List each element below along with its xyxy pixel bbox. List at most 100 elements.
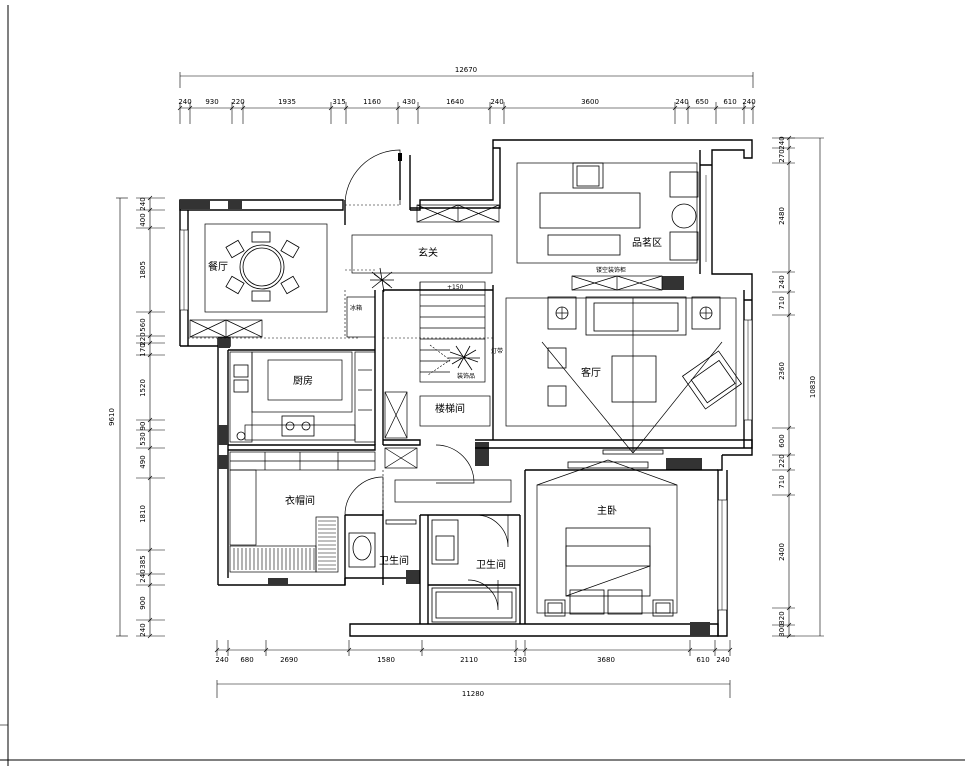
top-dimension-tick: [487, 105, 493, 111]
bottom-dimension-tick: [513, 647, 519, 653]
living-room-furniture: [505, 296, 743, 455]
right-dimension-tick: [786, 269, 792, 275]
bottom-dim-7: 3680: [597, 656, 615, 664]
bottom-dimension-tick: [712, 647, 718, 653]
fridge: [346, 296, 376, 338]
bottom-dim-1: 240: [215, 656, 228, 664]
left-dim-1: 240: [139, 197, 147, 210]
stairwell-cabinet: [419, 395, 491, 427]
cloakroom-label: 衣帽间: [285, 494, 315, 507]
bottom-dim-2: 680: [240, 656, 253, 664]
bottom-dim-5: 2110: [460, 656, 478, 664]
top-dimension-tick: [685, 105, 691, 111]
right-dim-4: 240: [778, 275, 786, 288]
top-dim-14: 240: [742, 98, 755, 106]
decorative-plant-icon: [370, 267, 394, 293]
right-total-dimension: 10830: [809, 376, 817, 398]
left-dim-13: 240: [139, 569, 147, 582]
left-dimension-tick: [147, 617, 153, 623]
top-dimension-tick: [177, 105, 183, 111]
left-dimension-tick: [147, 633, 153, 639]
left-dim-3: 1805: [139, 261, 147, 279]
stairwell-label: 楼梯间: [435, 402, 465, 415]
master-bedroom-label: 主卧: [597, 504, 617, 517]
right-dim-6: 2360: [778, 362, 786, 380]
foyer-cabinet: [351, 204, 500, 274]
right-dimension-lines: [772, 135, 824, 639]
left-dim-15: 240: [139, 623, 147, 636]
top-dim-9: 240: [490, 98, 503, 106]
top-dim-4: 1935: [278, 98, 296, 106]
top-dimension-tick: [415, 105, 421, 111]
left-dimension-tick: [147, 309, 153, 315]
top-dimension-tick: [229, 105, 235, 111]
tea-area-furniture: [516, 162, 699, 264]
bottom-dimension-tick: [225, 647, 231, 653]
top-dimension-tick: [328, 105, 334, 111]
left-dimension-tick: [147, 417, 153, 423]
right-dim-1: 240: [778, 136, 786, 149]
bottom-dimension-tick: [687, 647, 693, 653]
bathroom-1-label: 卫生间: [379, 554, 409, 567]
foyer-label: 玄关: [418, 246, 438, 259]
master-bed: [536, 459, 678, 617]
bottom-dimension-tick: [419, 647, 425, 653]
ornament-label: 装饰品: [457, 372, 475, 380]
top-dim-5: 315: [332, 98, 345, 106]
left-dim-12: 385: [139, 555, 147, 568]
left-dimension-lines: [116, 195, 165, 639]
right-dimension-tick: [786, 135, 792, 141]
left-dimension-tick: [147, 547, 153, 553]
left-dim-7: 1520: [139, 379, 147, 397]
top-dim-1: 240: [178, 98, 191, 106]
left-dim-6: 170: [139, 343, 147, 356]
doors: [344, 149, 509, 611]
right-dimension-tick: [786, 467, 792, 473]
top-dimension-tick: [240, 105, 246, 111]
right-dimension-tick: [786, 312, 792, 318]
dining-label: 餐厅: [208, 260, 228, 273]
right-dimension-tick: [786, 452, 792, 458]
bottom-dim-8: 610: [696, 656, 709, 664]
bathroom-1-fixtures: [348, 519, 417, 568]
top-dimension-tick: [343, 105, 349, 111]
right-dimension-tick: [786, 289, 792, 295]
left-dim-11: 1810: [139, 505, 147, 523]
cloakroom-wardrobes: [229, 447, 512, 573]
right-dim-10: 2400: [778, 543, 786, 561]
right-dim-7: 600: [778, 434, 786, 447]
living-label: 客厅: [581, 366, 601, 379]
top-dim-11: 240: [675, 98, 688, 106]
tea-area-label: 品茗区: [632, 237, 662, 249]
display-cabinet: [571, 275, 663, 291]
top-total-dimension: 12670: [455, 66, 477, 74]
top-dimension-tick: [672, 105, 678, 111]
left-dimension-tick: [147, 571, 153, 577]
top-dim-10: 3600: [581, 98, 599, 106]
openings: [188, 204, 493, 510]
right-dim-2: 270: [778, 149, 786, 162]
bottom-dim-9: 240: [716, 656, 729, 664]
left-dimension-tick: [147, 333, 153, 339]
top-dimension-tick: [750, 105, 756, 111]
top-dimension-tick: [501, 105, 507, 111]
left-dim-9: 530: [139, 432, 147, 445]
top-dim-2: 930: [205, 98, 218, 106]
left-dim-4: 560: [139, 318, 147, 331]
level-mark: +150: [447, 284, 464, 291]
bottom-dimension-tick: [214, 647, 220, 653]
bathroom-2-fixtures: [431, 519, 517, 623]
right-dim-5: 710: [778, 296, 786, 309]
dining-cabinet: [189, 319, 263, 338]
bottom-dimension-tick: [727, 647, 733, 653]
ornament-sculpture-icon: [448, 345, 480, 371]
left-dim-10: 490: [139, 455, 147, 468]
display-cabinet-label: 镂空装饰柜: [596, 266, 626, 274]
top-dimension-tick: [741, 105, 747, 111]
top-dim-6: 1160: [363, 98, 381, 106]
left-dimension-tick: [147, 427, 153, 433]
left-dimension-tick: [147, 195, 153, 201]
dining-table: [204, 223, 328, 313]
bottom-dim-3: 2690: [280, 656, 298, 664]
